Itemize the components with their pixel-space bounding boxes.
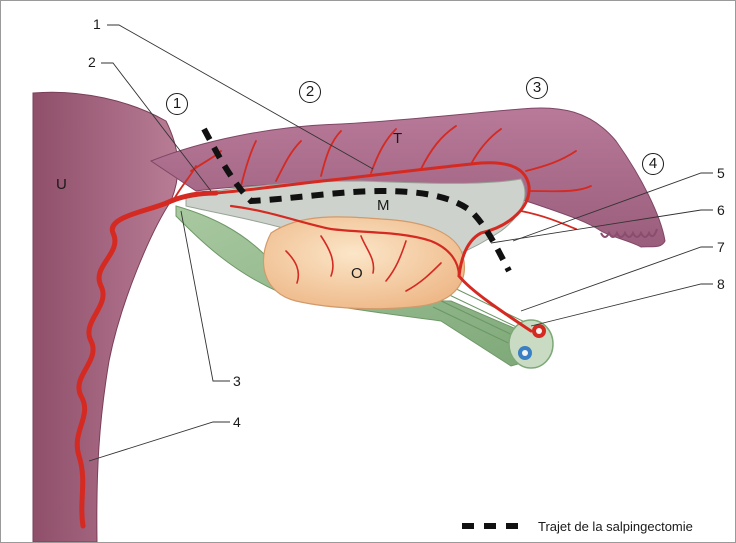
callout-6: 6	[717, 202, 725, 218]
region-marker-1: 1	[166, 93, 188, 115]
region-marker-4: 4	[642, 153, 664, 175]
callout-2: 2	[88, 54, 96, 70]
region-marker-3: 3	[526, 77, 548, 99]
callout-5: 5	[717, 165, 725, 181]
region-marker-2: 2	[299, 81, 321, 103]
legend-label: Trajet de la salpingectomie	[538, 519, 693, 534]
uterus-label: U	[56, 177, 67, 193]
mesosalpinx-label: M	[377, 198, 390, 214]
tube-label: T	[393, 131, 402, 147]
callout-7: 7	[717, 239, 725, 255]
legend-dashed-line	[462, 523, 524, 529]
callout-3: 3	[233, 373, 241, 389]
legend: Trajet de la salpingectomie	[462, 516, 693, 536]
callout-1: 1	[93, 16, 101, 32]
ovary-label: O	[351, 266, 363, 282]
callout-8: 8	[717, 276, 725, 292]
callout-4: 4	[233, 414, 241, 430]
vessel-bundle-end	[509, 320, 553, 368]
